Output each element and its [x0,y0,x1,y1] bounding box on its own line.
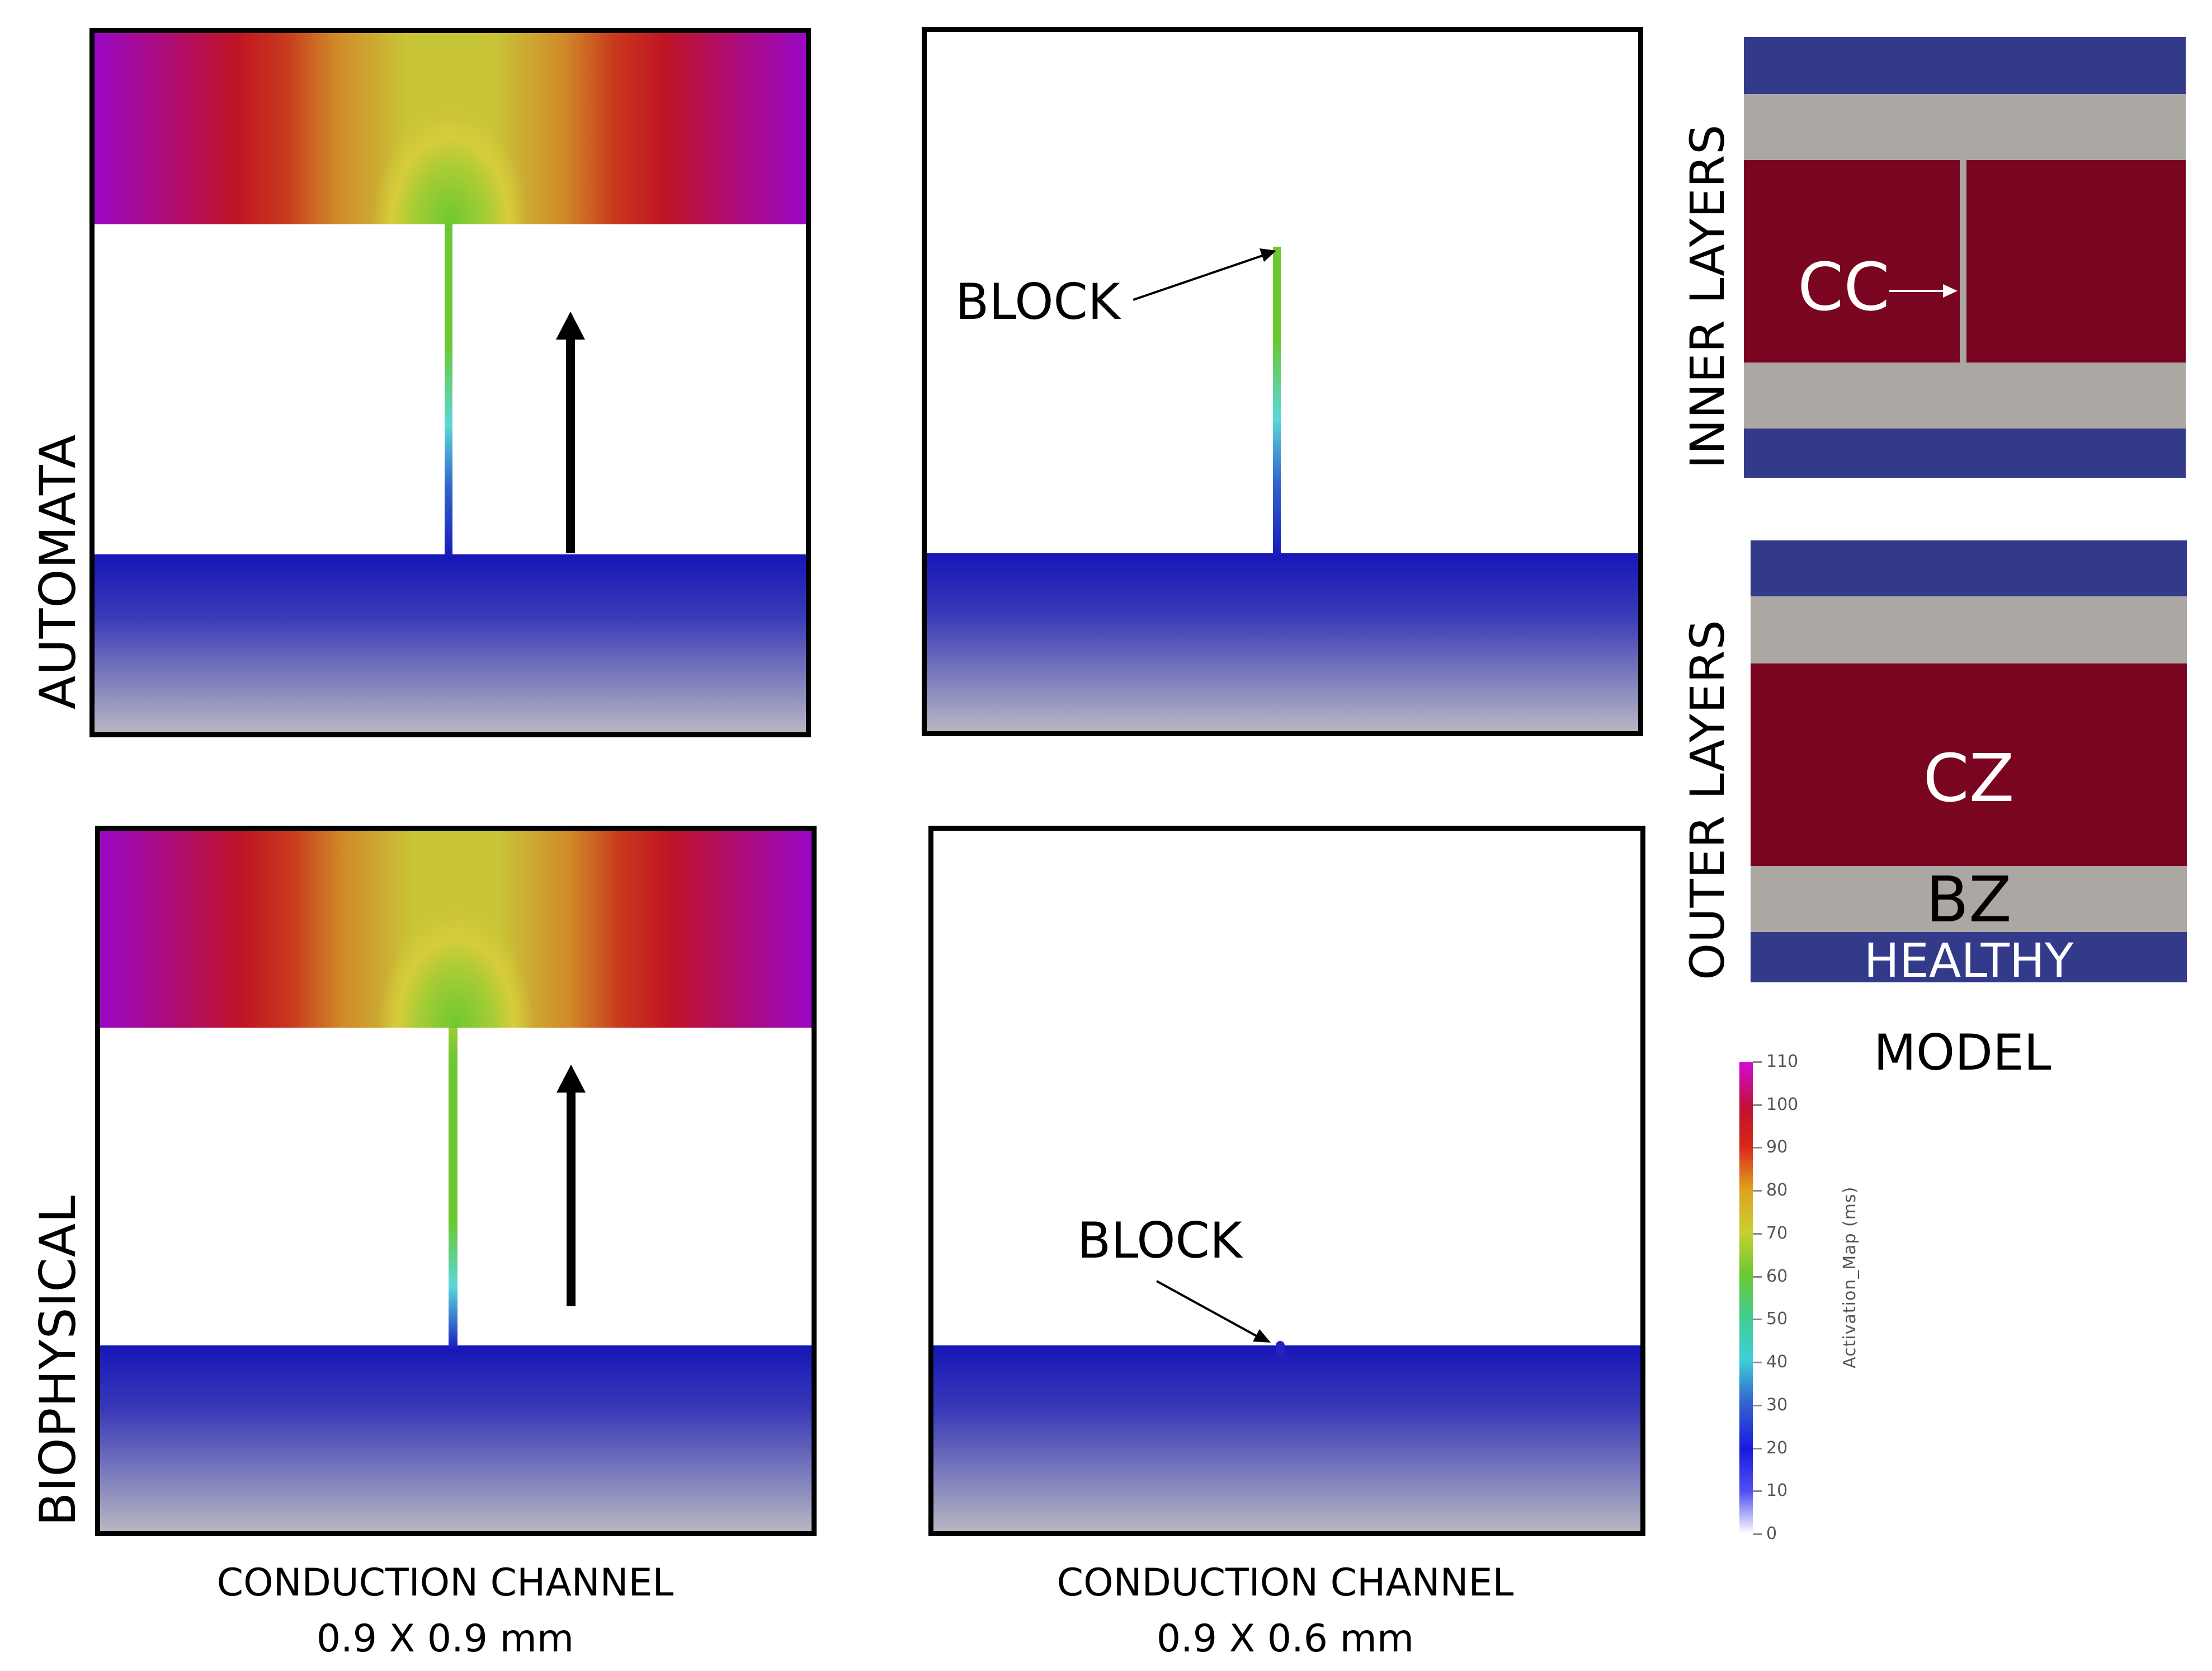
healthy-layer-top [1744,37,2186,94]
colorbar-tick [1753,1061,1762,1063]
outer-layers-label: OUTER LAYERS [1680,619,1735,980]
outer-layers-model: CZ BZ HEALTHY [1751,540,2187,988]
activation-map-top-region [95,33,806,224]
colorbar-tick [1753,1190,1762,1192]
activation-map-bottom-region [100,1345,812,1531]
border-zone-layer-bottom [1744,363,2186,429]
block-pointer-top [1133,248,1276,301]
colorbar-tick-label: 20 [1766,1438,1788,1458]
row-label-biophysical: BIOPHYSICAL [29,1194,87,1526]
caption-left-line2: 0.9 X 0.9 mm [316,1617,574,1661]
colorbar-tick [1753,1232,1762,1235]
colorbar-tick [1753,1533,1762,1535]
healthy-layer-bottom [1744,429,2186,478]
colorbar-tick-label: 110 [1766,1052,1799,1071]
conduction-channel-gap [1960,160,1966,363]
inner-layers-label: INNER LAYERS [1680,124,1735,469]
colorbar-tick [1753,1447,1762,1449]
caption-left-line1: CONDUCTION CHANNEL [216,1561,674,1605]
propagation-arrow-shaft [566,335,575,553]
colorbar [1739,1062,1753,1534]
healthy-layer-top [1751,540,2187,596]
colorbar-tick [1753,1490,1762,1493]
cz-label: CZ [1923,740,2015,817]
activation-map-bottom-region [933,1345,1640,1531]
propagation-arrow-head [556,312,585,340]
model-title: MODEL [1874,1024,2051,1081]
row-label-automata: AUTOMATA [29,434,87,709]
cc-pointer [1889,284,1958,298]
colorbar-tick-label: 30 [1766,1395,1788,1415]
block-annotation-bottom: BLOCK [1077,1212,1242,1269]
healthy-label: HEALTHY [1864,933,2074,988]
propagation-arrow-shaft [567,1088,576,1306]
colorbar-tick-label: 80 [1766,1180,1788,1201]
conduction-channel-trace [449,1028,458,1351]
colorbar-tick [1753,1104,1762,1106]
caption-middle-line2: 0.9 X 0.6 mm [1156,1617,1414,1661]
panel-biophysical-narrow-channel [928,826,1645,1536]
colorbar-tick [1753,1362,1762,1364]
border-zone-layer-top [1744,94,2186,160]
border-zone-layer-top [1751,596,2187,663]
colorbar-tick-label: 90 [1766,1137,1788,1157]
colorbar-tick-label: 50 [1766,1309,1788,1329]
caption-middle-line1: CONDUCTION CHANNEL [1057,1561,1514,1605]
colorbar-tick-label: 0 [1766,1524,1777,1543]
panel-biophysical-wide-channel [95,826,817,1536]
panel-automata-wide-channel [89,28,811,737]
colorbar-tick-label: 100 [1766,1094,1799,1114]
activation-map-bottom-region [927,553,1638,731]
inner-layers-model: CC [1744,37,2186,478]
activation-map-top-region [100,831,812,1028]
healthy-layer-bottom [1751,932,2187,982]
blocked-channel-trace [1273,247,1281,560]
activation-map-bottom-region [95,554,806,732]
colorbar-tick-label: 10 [1766,1481,1788,1501]
colorbar-tick-label: 70 [1766,1223,1788,1243]
blocked-channel-stub [1276,1341,1285,1357]
colorbar-tick-label: 60 [1766,1266,1788,1286]
panel-automata-narrow-channel [922,27,1643,736]
conduction-channel-trace [445,224,452,560]
propagation-arrow-head [556,1065,586,1093]
border-zone-layer-bottom [1751,866,2187,932]
bz-label: BZ [1926,864,2012,936]
colorbar-tick [1753,1147,1762,1149]
colorbar-tick [1753,1275,1762,1278]
colorbar-tick-label: 40 [1766,1352,1788,1372]
colorbar-tick [1753,1319,1762,1321]
block-annotation-top: BLOCK [955,273,1120,331]
colorbar-tick [1753,1404,1762,1406]
colorbar-title: Activation_Map (ms) [1840,1186,1860,1368]
block-pointer-bottom [1156,1280,1271,1343]
core-zone-layer [1751,663,2187,866]
cc-label: CC [1798,248,1890,326]
